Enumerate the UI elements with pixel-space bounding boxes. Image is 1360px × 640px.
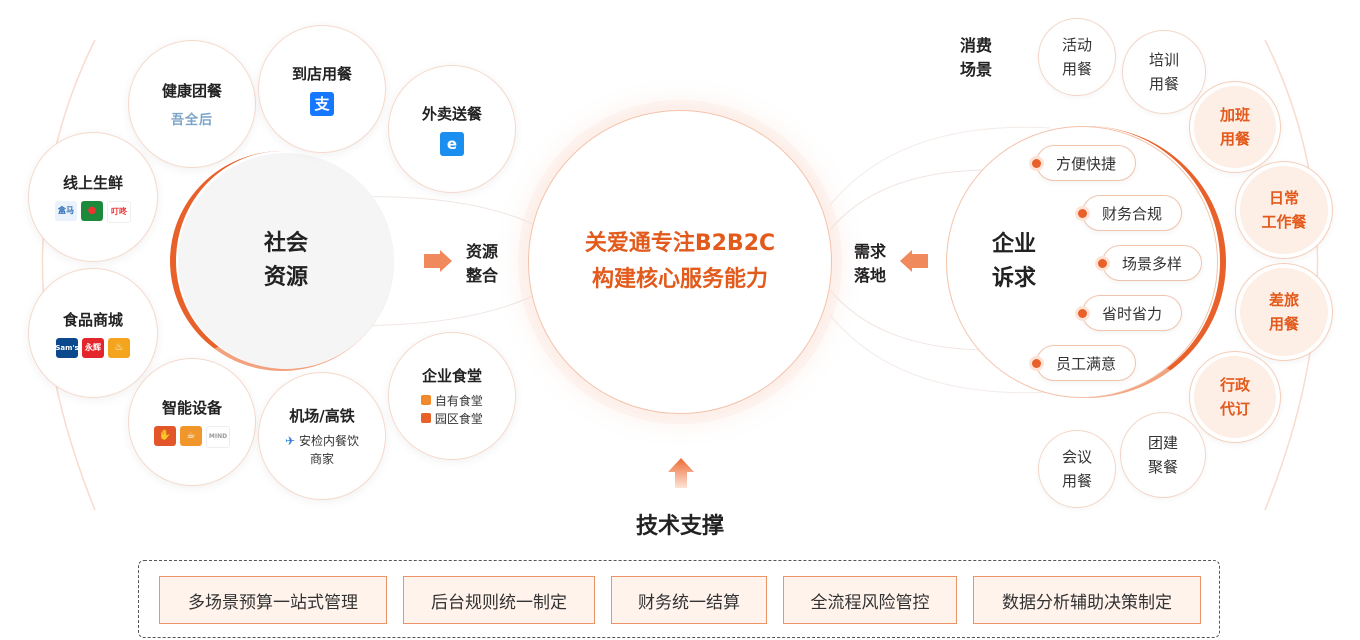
eleme-icon: e bbox=[440, 131, 464, 156]
pill-dot bbox=[1032, 159, 1041, 168]
pill-compliance: 财务合规 bbox=[1078, 195, 1182, 231]
canteen-park-icon bbox=[421, 412, 432, 423]
mind-icon: MIND bbox=[206, 425, 230, 448]
consumption-scene-label: 消费 场景 bbox=[960, 36, 993, 79]
tech-item-settlement: 财务统一结算 bbox=[611, 576, 767, 624]
bubble-fresh: 线上生鲜 盒马 ● 叮咚 bbox=[28, 132, 158, 262]
pill-dot bbox=[1078, 209, 1087, 218]
bubble-delivery: 外卖送餐 e bbox=[388, 65, 516, 193]
pill-label: 员工满意 bbox=[1055, 354, 1116, 373]
pill-dot bbox=[1078, 309, 1087, 318]
sams-icon: Sam's bbox=[55, 337, 79, 358]
center-circle: 关爱通专注B2B2C 构建核心服务能力 bbox=[528, 110, 832, 414]
health-meal-logo: 吾全后 bbox=[170, 113, 213, 128]
hema-icon: 盒马 bbox=[55, 200, 77, 221]
tech-item-analytics: 数据分析辅助决策制定 bbox=[973, 576, 1201, 624]
scene-admin-booking: 行政 代订 bbox=[1190, 352, 1280, 442]
scene-overtime: 加班 用餐 bbox=[1190, 82, 1280, 172]
bubble-canteen: 企业食堂 自有食堂 园区食堂 bbox=[388, 332, 516, 460]
bubble-smart-device: 智能设备 ✋ ☕ MIND bbox=[128, 358, 256, 486]
scene-daily: 日常 工作餐 bbox=[1236, 162, 1332, 258]
coffee-icon: ☕ bbox=[180, 425, 202, 446]
pill-satisfaction: 员工满意 bbox=[1032, 345, 1136, 381]
pill-label: 财务合规 bbox=[1101, 204, 1162, 223]
scene-activity: 活动 用餐 bbox=[1038, 18, 1116, 96]
pill-label: 省时省力 bbox=[1101, 304, 1162, 323]
pill-time-saving: 省时省力 bbox=[1078, 295, 1182, 331]
bubble-health-meal: 健康团餐 吾全后 bbox=[128, 40, 256, 168]
bubble-title: 外卖送餐 bbox=[421, 104, 482, 123]
tech-support-title: 技术支撑 bbox=[635, 514, 724, 539]
tech-item-risk: 全流程风险管控 bbox=[783, 576, 957, 624]
yonghui-icon: 永辉 bbox=[82, 337, 104, 358]
pill-dot bbox=[1032, 359, 1041, 368]
dingdong-icon: 叮咚 bbox=[107, 200, 131, 223]
scene-team-building: 团建 聚餐 bbox=[1120, 412, 1206, 498]
canteen-own-icon bbox=[421, 394, 432, 405]
plane-icon: ✈ bbox=[285, 433, 296, 448]
pill-label: 场景多样 bbox=[1121, 254, 1182, 273]
right-main-label: 企业 诉求 bbox=[992, 232, 1037, 291]
bubble-food-mall: 食品商城 Sam's 永辉 ♨ bbox=[28, 268, 158, 398]
bubble-title: 线上生鲜 bbox=[62, 173, 123, 192]
bubble-title: 企业食堂 bbox=[421, 366, 482, 385]
center-title-line1: 关爱通专注B2B2C bbox=[584, 231, 776, 256]
arrow-left-icon bbox=[900, 250, 928, 272]
hand-icon: ✋ bbox=[154, 425, 176, 446]
tech-support-frame bbox=[138, 560, 1220, 638]
bubble-title: 到店用餐 bbox=[291, 64, 352, 83]
airport-item: 安检内餐饮 bbox=[298, 433, 359, 448]
scene-training: 培训 用餐 bbox=[1122, 30, 1206, 114]
alipay-icon: 支 bbox=[310, 91, 334, 116]
cake-icon: ♨ bbox=[108, 337, 130, 358]
arrow-right-icon bbox=[424, 250, 452, 272]
bubble-title: 食品商城 bbox=[62, 310, 123, 329]
canteen-item: 园区食堂 bbox=[434, 411, 483, 426]
bubble-title: 机场/高铁 bbox=[289, 406, 355, 425]
tech-item-budget: 多场景预算一站式管理 bbox=[159, 576, 387, 624]
tech-item-rules: 后台规则统一制定 bbox=[403, 576, 595, 624]
left-main-label: 社会 资源 bbox=[263, 231, 308, 290]
airport-item: 商家 bbox=[309, 451, 334, 466]
arrow-up-icon bbox=[668, 458, 694, 488]
canteen-item: 自有食堂 bbox=[434, 393, 483, 408]
bubble-store-meal: 到店用餐 支 bbox=[258, 25, 386, 153]
pill-dot bbox=[1098, 259, 1107, 268]
bubble-airport: 机场/高铁 ✈ 安检内餐饮 商家 bbox=[258, 372, 386, 500]
pill-convenient: 方便快捷 bbox=[1032, 145, 1136, 181]
scene-travel: 差旅 用餐 bbox=[1236, 264, 1332, 360]
bubble-title: 智能设备 bbox=[161, 398, 222, 417]
demand-landing-label: 需求 落地 bbox=[854, 242, 887, 285]
bubble-title: 健康团餐 bbox=[161, 82, 222, 100]
left-main-ring bbox=[170, 151, 394, 371]
fruit-icon: ● bbox=[81, 200, 103, 221]
left-main-circle: 社会 资源 bbox=[178, 153, 394, 369]
pill-scenes: 场景多样 bbox=[1098, 245, 1202, 281]
pill-label: 方便快捷 bbox=[1055, 154, 1116, 173]
scene-meeting: 会议 用餐 bbox=[1038, 430, 1116, 508]
resource-integration-label: 资源 整合 bbox=[466, 242, 499, 285]
center-title-line2: 构建核心服务能力 bbox=[591, 267, 768, 292]
